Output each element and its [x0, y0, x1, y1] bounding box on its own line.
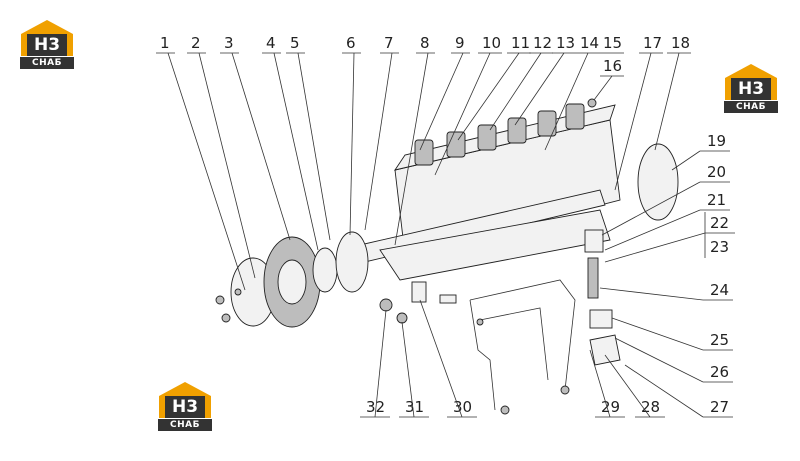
callouts-bottom: 28 29 30 31 32 — [360, 299, 665, 418]
callout-7: 7 — [384, 34, 394, 52]
callout-17: 17 — [643, 34, 662, 52]
governor-parts — [584, 98, 679, 366]
callout-9: 9 — [455, 34, 465, 52]
logo-mark: H3 — [171, 397, 199, 417]
small-fittings — [379, 281, 457, 324]
callout-14: 14 — [580, 34, 599, 52]
callout-29: 29 — [601, 398, 620, 416]
callout-11: 11 — [511, 34, 530, 52]
plug-16 — [587, 98, 597, 108]
callout-30: 30 — [453, 398, 472, 416]
brand-logo-bottom-left: H3 СНАБ — [156, 380, 214, 432]
block-25 — [589, 309, 613, 329]
lever-28 — [589, 334, 621, 366]
drive-parts — [215, 231, 369, 328]
logo-text: СНАБ — [736, 102, 766, 112]
bracket-20 — [584, 229, 604, 253]
callouts-top: 1 2 3 4 5 6 7 8 9 10 11 12 — [156, 34, 691, 291]
callout-6: 6 — [346, 34, 356, 52]
injector-heads — [414, 103, 585, 166]
pump-body — [359, 103, 621, 281]
callout-25: 25 — [710, 331, 729, 349]
governor-cover — [637, 143, 679, 221]
callout-32: 32 — [366, 398, 385, 416]
callout-23: 23 — [710, 238, 729, 256]
callout-18: 18 — [671, 34, 690, 52]
washer — [312, 247, 338, 293]
callout-1: 1 — [160, 34, 170, 52]
callout-5: 5 — [290, 34, 300, 52]
callout-2: 2 — [191, 34, 201, 52]
brand-logo-top-left: H3 СНАБ — [18, 18, 76, 70]
callout-16: 16 — [603, 57, 622, 75]
callouts-right: 19 20 21 22 23 24 25 26 27 — [599, 132, 735, 418]
logo-text: СНАБ — [32, 58, 62, 68]
support-bracket — [469, 279, 576, 415]
callout-22: 22 — [710, 214, 729, 232]
callout-12: 12 — [533, 34, 552, 52]
callout-28: 28 — [641, 398, 660, 416]
callout-31: 31 — [405, 398, 424, 416]
logo-mark: H3 — [33, 35, 61, 55]
coupling — [335, 231, 369, 293]
spring-24 — [587, 257, 599, 299]
callout-10: 10 — [482, 34, 501, 52]
callout-8: 8 — [420, 34, 430, 52]
callout-26: 26 — [710, 363, 729, 381]
callout-3: 3 — [224, 34, 234, 52]
brand-logo-top-right: H3 СНАБ — [722, 62, 780, 114]
callout-4: 4 — [266, 34, 276, 52]
callout-20: 20 — [707, 163, 726, 181]
callout-19: 19 — [707, 132, 726, 150]
callout-24: 24 — [710, 281, 729, 299]
callout-21: 21 — [707, 191, 726, 209]
logo-text: СНАБ — [170, 420, 200, 430]
callout-15: 15 — [603, 34, 622, 52]
lower-housing — [379, 209, 611, 281]
callout-13: 13 — [556, 34, 575, 52]
callout-27: 27 — [710, 398, 729, 416]
logo-mark: H3 — [737, 79, 765, 99]
